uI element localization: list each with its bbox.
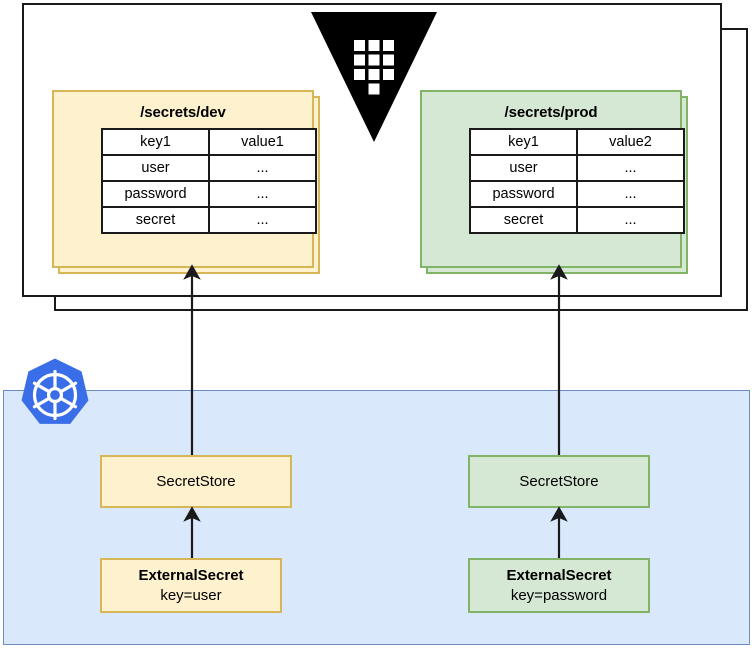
card-front-layer: /secrets/prod key1 value2 user ... passw…	[420, 90, 685, 268]
secret-store-box-dev[interactable]: SecretStore	[100, 455, 292, 508]
external-secret-box-prod[interactable]: ExternalSecret key=password	[468, 558, 650, 613]
external-secret-box-dev[interactable]: ExternalSecret key=user	[100, 558, 282, 613]
kv-value: value2	[576, 128, 685, 156]
kv-value: ...	[208, 206, 317, 234]
kv-value: ...	[208, 180, 317, 208]
kubernetes-logo	[17, 357, 93, 433]
table-row: key1 value2	[469, 128, 685, 156]
external-secret-label: ExternalSecret	[138, 567, 244, 585]
kv-key: key1	[101, 128, 210, 156]
secret-path-card-dev: /secrets/dev key1 value1 user ... passwo…	[52, 90, 326, 280]
table-row: password ...	[469, 180, 685, 208]
kv-value: value1	[208, 128, 317, 156]
secret-path-title: /secrets/dev	[140, 104, 226, 121]
table-row: user ...	[469, 154, 685, 182]
secret-kv-table: key1 value1 user ... password ... secret…	[101, 128, 317, 234]
kv-key: key1	[469, 128, 578, 156]
kv-key: user	[469, 154, 578, 182]
kv-value: ...	[576, 180, 685, 208]
secret-store-label: SecretStore	[156, 472, 236, 490]
kv-key: user	[101, 154, 210, 182]
secret-store-box-prod[interactable]: SecretStore	[468, 455, 650, 508]
kv-key: password	[469, 180, 578, 208]
external-secret-label: ExternalSecret	[506, 567, 612, 585]
kv-key: password	[101, 180, 210, 208]
vault-logo-svg	[311, 12, 437, 142]
table-row: key1 value1	[101, 128, 317, 156]
kv-value: ...	[576, 154, 685, 182]
kv-value: ...	[208, 154, 317, 182]
card-front-layer: /secrets/dev key1 value1 user ... passwo…	[52, 90, 317, 268]
kv-key: secret	[101, 206, 210, 234]
secret-path-title: /secrets/prod	[504, 104, 598, 121]
kv-value: ...	[576, 206, 685, 234]
table-row: password ...	[101, 180, 317, 208]
external-secret-key: key=password	[510, 586, 608, 604]
table-row: secret ...	[469, 206, 685, 234]
secret-store-label: SecretStore	[519, 472, 599, 490]
secret-path-card-prod: /secrets/prod key1 value2 user ... passw…	[420, 90, 694, 280]
table-row: secret ...	[101, 206, 317, 234]
kv-key: secret	[469, 206, 578, 234]
secret-kv-table: key1 value2 user ... password ... secret…	[469, 128, 685, 234]
kubernetes-logo-svg	[21, 358, 89, 424]
table-row: user ...	[101, 154, 317, 182]
external-secret-key: key=user	[160, 586, 222, 604]
vault-logo	[311, 12, 437, 142]
